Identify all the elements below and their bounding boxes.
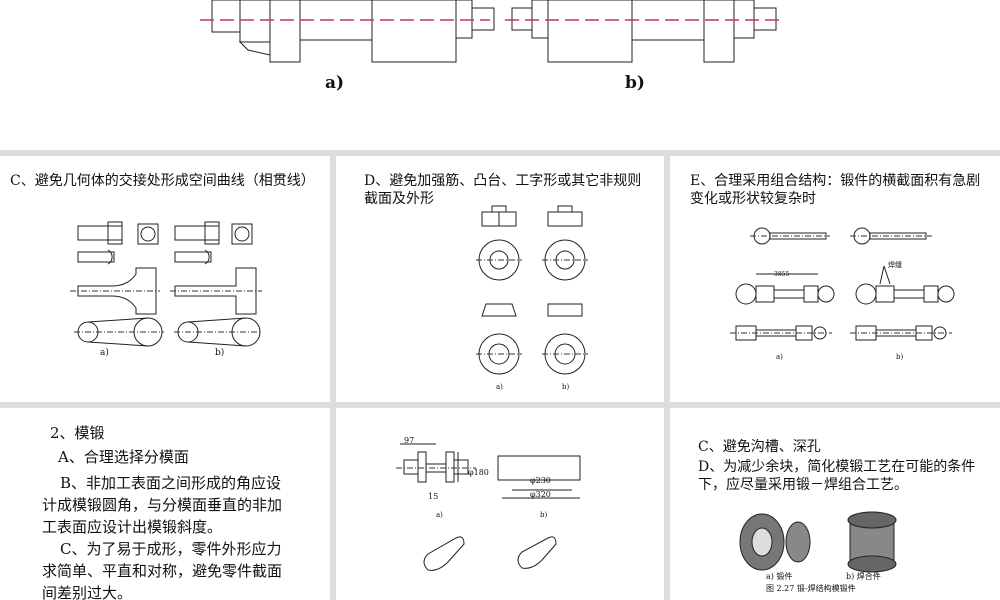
dim-230: φ230 — [530, 476, 551, 485]
figure-label-b: b) — [625, 73, 645, 93]
fig-label-a: a) — [496, 383, 503, 391]
fig-label-b: b) — [562, 383, 570, 391]
dim-15: 15 — [428, 492, 439, 501]
dim-97: 97 — [404, 436, 415, 445]
fig-label-a: a) — [436, 511, 443, 519]
dim-180: φ180 — [468, 468, 489, 477]
figure-caption: 图 2.27 锻-焊结构模锻件 — [766, 584, 856, 593]
item-a: A、合理选择分模面 — [58, 448, 189, 466]
dimension-label: 3855 — [774, 271, 790, 278]
item-c: C、避免沟槽、深孔 — [698, 439, 821, 455]
fig-label-b: b) — [215, 348, 225, 358]
weld-label: 焊缝 — [888, 261, 902, 269]
caption-a: a) 锻件 — [766, 572, 793, 581]
section-heading: 2、模锻 — [50, 424, 105, 442]
caption-b: b) 焊合件 — [846, 572, 881, 581]
item-b: B、非加工表面之间形成的角应设计成模锻圆角，与分模面垂直的非加工表面应设计出模锻… — [42, 474, 283, 536]
forging-drawings — [396, 443, 581, 571]
tile-grooves: C、避免沟槽、深孔 D、为减少余块，简化模锻工艺在可能的条件下，应尽量采用锻－焊… — [670, 408, 1000, 600]
item-c: C、为了易于成形，零件外形应力求简单、平直和对称，避免零件截面间差别过大。 — [42, 540, 283, 600]
tile-title: C、避免几何体的交接处形成空间曲线（相贯线） — [10, 173, 315, 189]
tile-ribs: D、避免加强筋、凸台、工字形或其它非规则截面及外形 a) b) — [336, 156, 664, 402]
combined-structure-drawings — [730, 227, 955, 341]
fig-label-a: a) — [100, 348, 109, 358]
dim-320: φ320 — [530, 490, 551, 499]
top-figure-area: a) b) — [0, 0, 1000, 150]
tile-forging-figure: 97 φ180 15 φ230 φ320 a) b) — [336, 408, 664, 600]
intersection-drawings — [70, 221, 262, 347]
figure-label-a: a) — [325, 73, 345, 93]
tile-die-forging: 2、模锻 A、合理选择分模面 B、非加工表面之间形成的角应设计成模锻圆角，与分模… — [0, 408, 330, 600]
tile-combined-structure: E、合理采用组合结构：锻件的横截面积有急剧变化或形状较复杂时 3855 焊缝 a… — [670, 156, 1000, 402]
rib-drawings — [476, 205, 588, 375]
tile-title: E、合理采用组合结构：锻件的横截面积有急剧变化或形状较复杂时 — [690, 173, 981, 207]
tile-intersection: C、避免几何体的交接处形成空间曲线（相贯线） a) b) — [0, 156, 330, 402]
shaft-drawings — [200, 0, 785, 63]
fig-label-b: b) — [540, 511, 548, 519]
fig-label-b: b) — [896, 353, 904, 361]
tile-title: D、避免加强筋、凸台、工字形或其它非规则截面及外形 — [364, 173, 642, 207]
fig-label-a: a) — [776, 353, 783, 361]
weld-forging-photos — [739, 511, 897, 573]
item-d: D、为减少余块，简化模锻工艺在可能的条件下，应尽量采用锻－焊组合工艺。 — [698, 459, 976, 493]
